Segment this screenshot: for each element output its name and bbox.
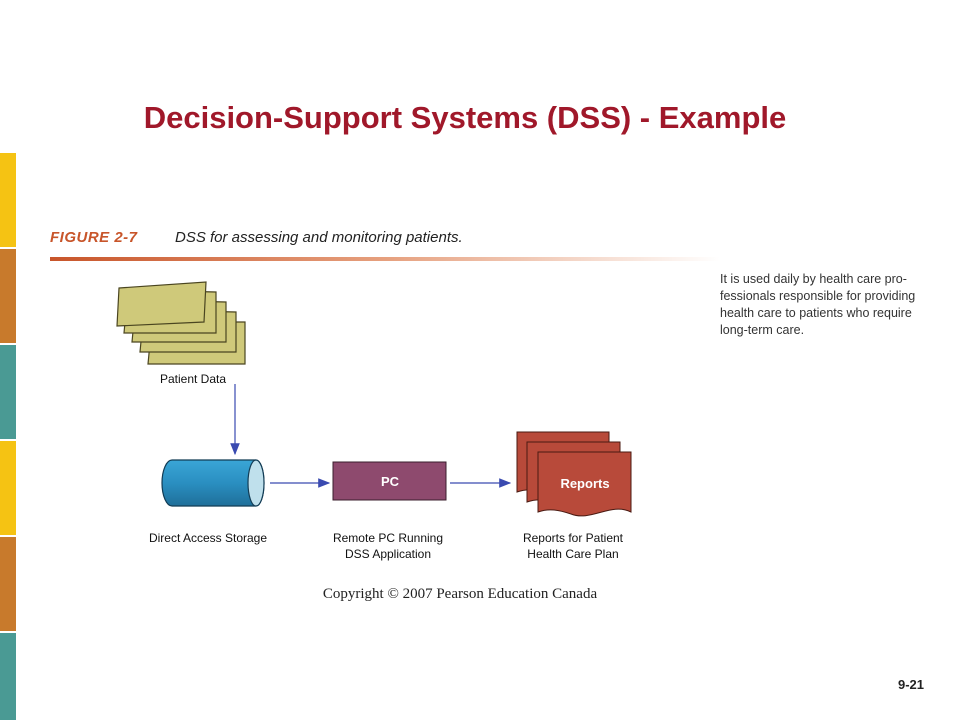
figure-caption: DSS for assessing and monitoring patient…: [175, 229, 463, 246]
slide-title: Decision-Support Systems (DSS) - Example: [143, 100, 787, 135]
figure-label: FIGURE 2-7: [50, 229, 138, 246]
page-number: 9-21: [897, 677, 924, 692]
patient-data-label: Patient Data: [159, 372, 227, 386]
copyright-notice: Copyright © 2007 Pearson Education Canad…: [322, 586, 598, 602]
reports-stack: [516, 431, 632, 517]
report-doc-1: [537, 451, 632, 517]
sidebar-stripe-3: [0, 345, 16, 439]
patient-card-1: [116, 281, 207, 327]
pc-label: Remote PC Running DSS Application: [332, 531, 444, 561]
figure-side-note: It is used daily by health care pro- fes…: [720, 272, 916, 337]
figure-rule: [50, 257, 720, 261]
storage-label: Direct Access Storage: [148, 531, 268, 545]
sidebar-stripe-1: [0, 153, 16, 247]
reports-doc-text: Reports: [560, 476, 609, 491]
sidebar-stripe-2: [0, 249, 16, 343]
pc-box-text: PC: [381, 474, 400, 489]
sidebar-stripe-5: [0, 537, 16, 631]
storage-cylinder: [161, 459, 265, 507]
patient-data-stack: [116, 281, 246, 365]
reports-label: Reports for Patient Health Care Plan: [522, 531, 624, 561]
sidebar-stripe-4: [0, 441, 16, 535]
sidebar-stripe-6: [0, 633, 16, 720]
pc-box: [332, 461, 447, 501]
